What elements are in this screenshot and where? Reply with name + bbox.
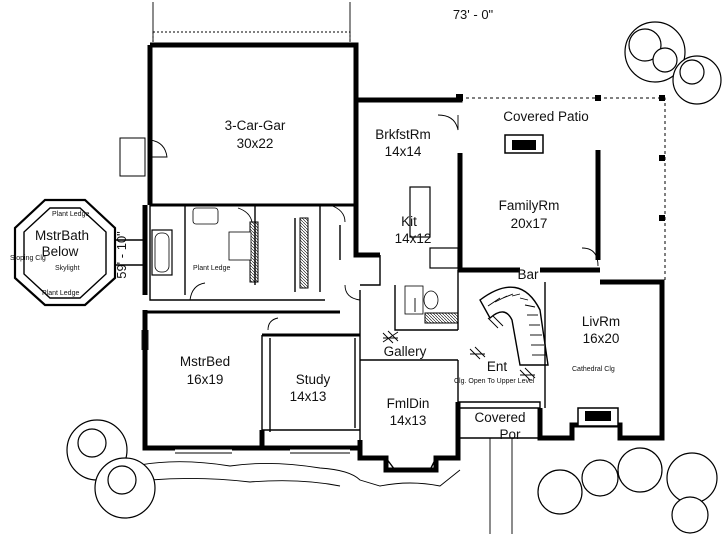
plant-ledge-note-3: Plant Ledge xyxy=(193,265,230,272)
living-fireplace xyxy=(577,407,619,427)
family-fireplace xyxy=(504,134,544,154)
overall-width-dimension: 73' - 0" xyxy=(453,7,494,22)
master-bath-below xyxy=(13,198,145,307)
dining-name: FmlDin xyxy=(387,396,430,411)
breakfast-size: 14x14 xyxy=(385,144,422,159)
living-size: 16x20 xyxy=(583,331,620,346)
dining-size: 14x13 xyxy=(390,413,427,428)
garage-size: 30x22 xyxy=(237,136,274,151)
skylight-note: Skylight xyxy=(55,265,80,272)
doors xyxy=(149,114,599,331)
interior-walls xyxy=(145,203,546,440)
staircase xyxy=(479,286,549,366)
front-landscaping xyxy=(139,461,461,487)
tree-front-left-2 xyxy=(94,457,156,519)
plant-ledge-note-2: Plant Ledge xyxy=(42,290,79,297)
overall-depth-dimension: 59' - 10" xyxy=(114,231,129,279)
bar-name: Bar xyxy=(517,267,539,282)
family-name: FamilyRm xyxy=(499,198,560,213)
breakfast-name: BrkfstRm xyxy=(375,127,431,142)
porch-name-2: Por xyxy=(499,427,521,442)
covered-patio-name: Covered Patio xyxy=(503,109,589,124)
master-bed-size: 16x19 xyxy=(187,372,224,387)
family-size: 20x17 xyxy=(511,216,548,231)
dining-bay xyxy=(385,457,437,471)
study-name: Study xyxy=(296,372,331,387)
tree-top-right-1 xyxy=(624,21,686,83)
kitchen-name: Kit xyxy=(401,214,417,229)
porch-name-1: Covered xyxy=(474,410,525,425)
sloping-clg-note: Sloping Clg xyxy=(10,255,46,262)
tree-top-right-2 xyxy=(672,55,722,105)
walkway xyxy=(458,401,541,534)
gallery-name: Gallery xyxy=(384,344,427,359)
kitchen-size: 14x12 xyxy=(395,231,432,246)
plant-ledge-note-1: Plant Ledge xyxy=(52,211,89,218)
shrubs-front-right xyxy=(537,447,718,534)
cabinets xyxy=(119,137,459,324)
study-size: 14x13 xyxy=(290,389,327,404)
ceiling-marks xyxy=(382,315,536,381)
master-bed-name: MstrBed xyxy=(180,354,230,369)
exterior-walls xyxy=(142,42,665,473)
entry-name: Ent xyxy=(487,359,508,374)
windows xyxy=(141,330,350,454)
master-bath-name-2: Below xyxy=(42,244,79,259)
cathedral-clg-note: Cathedral Clg xyxy=(572,366,615,373)
covered-patio-outline xyxy=(456,94,666,282)
living-name: LivRm xyxy=(582,314,620,329)
clg-open-note: Clg. Open To Upper Level xyxy=(454,378,535,385)
master-bath-name-1: MstrBath xyxy=(35,228,89,243)
driveway xyxy=(152,2,351,45)
garage-name: 3-Car-Gar xyxy=(225,118,286,133)
